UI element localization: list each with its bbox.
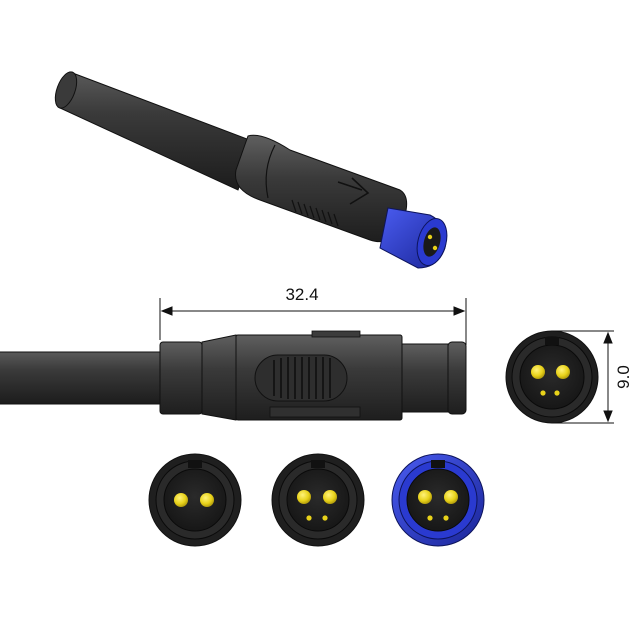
diameter-dimension-label: 9.0 <box>614 365 633 389</box>
side-top-key <box>311 330 361 338</box>
variant2-small-pin <box>322 515 328 521</box>
variant2-large-pin <box>323 490 337 504</box>
isometric-connector-view <box>54 71 448 269</box>
iso-pin <box>432 245 438 251</box>
side-bottom-strip <box>269 406 361 418</box>
variant2-small-pin <box>306 515 312 521</box>
variant-face-blue <box>391 453 485 547</box>
end-small-pin <box>554 390 560 396</box>
iso-arrow-mark <box>337 177 370 205</box>
iso-cable-end <box>54 71 78 109</box>
variant-face-4-pin <box>271 453 365 547</box>
variant3-large-pin <box>444 490 458 504</box>
end-large-pin <box>556 365 570 379</box>
variant3-large-pin <box>418 490 432 504</box>
variant3-small-pin <box>443 515 449 521</box>
length-dimension-label: 32.4 <box>285 285 318 304</box>
length-dimension <box>159 298 467 345</box>
side-grip-ridges <box>273 357 331 399</box>
side-taper <box>201 334 237 421</box>
end-large-pin <box>531 365 545 379</box>
end-view-connector <box>505 330 599 424</box>
side-view-connector <box>0 330 467 421</box>
side-front-nose <box>401 343 449 413</box>
variant3-small-pin <box>427 515 433 521</box>
variant1-pin <box>174 493 188 507</box>
side-cable <box>0 352 165 404</box>
iso-body-step <box>265 144 276 199</box>
diameter-dimension <box>552 330 614 424</box>
variant2-large-pin <box>297 490 311 504</box>
end-small-pin <box>540 390 546 396</box>
side-rear-collar <box>159 341 203 415</box>
variant-face-2-pin <box>148 453 242 547</box>
variant1-pin <box>200 493 214 507</box>
side-front-cap <box>447 341 467 415</box>
iso-body <box>235 134 408 243</box>
iso-cable <box>56 71 256 191</box>
iso-pin <box>427 234 433 240</box>
iso-grip-ridges <box>291 199 339 227</box>
